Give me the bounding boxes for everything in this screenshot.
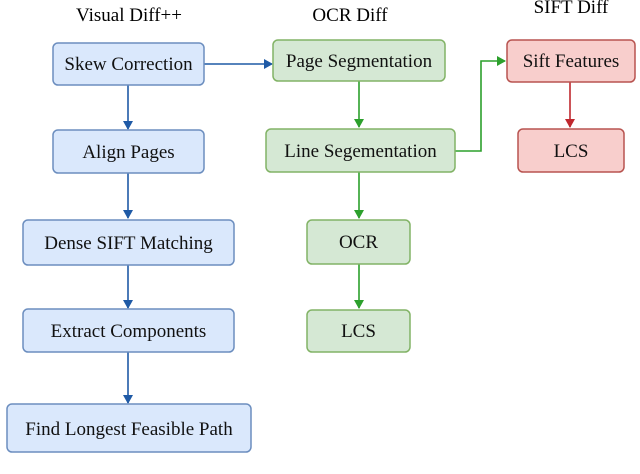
visual-diff-connectors: [123, 59, 273, 404]
ocr-diff-connectors: [354, 56, 506, 309]
ocr-diff-step-page-segmentation: Page Segmentation: [272, 39, 446, 82]
sift-diff-title: SIFT Diff: [534, 0, 609, 18]
ocr-diff-step-line-segementation: Line Segementation: [265, 128, 456, 173]
visual-diff-step-align-pages: Align Pages: [52, 129, 205, 174]
step-label: Page Segmentation: [286, 51, 433, 72]
visual-diff-step-extract-components: Extract Components: [22, 308, 235, 353]
ocr-diff-step-lcs: LCS: [306, 309, 411, 353]
step-label: Dense SIFT Matching: [44, 233, 213, 254]
ocr-diff-step-ocr: OCR: [306, 219, 411, 265]
ocr-diff-title: OCR Diff: [312, 5, 388, 26]
step-label: Sift Features: [523, 51, 620, 72]
step-label: Align Pages: [82, 142, 174, 163]
visual-diff-step-skew-correction: Skew Correction: [52, 42, 205, 86]
visual-diff-step-dense-sift-matching: Dense SIFT Matching: [22, 219, 235, 266]
visual-diff-step-find-longest-feasible-path: Find Longest Feasible Path: [6, 403, 252, 453]
step-label: Line Segementation: [284, 141, 437, 162]
sift-diff-step-sift-features: Sift Features: [506, 39, 636, 83]
step-label: Skew Correction: [64, 54, 193, 75]
step-label: LCS: [341, 321, 376, 342]
arrow-line-seg-to-sift: [455, 56, 506, 152]
sift-diff-step-lcs: LCS: [517, 128, 625, 173]
step-label: Extract Components: [51, 321, 207, 342]
step-label: OCR: [339, 232, 378, 253]
step-label: Find Longest Feasible Path: [25, 419, 233, 440]
visual-diff-title: Visual Diff++: [76, 5, 182, 26]
step-label: LCS: [554, 141, 589, 162]
